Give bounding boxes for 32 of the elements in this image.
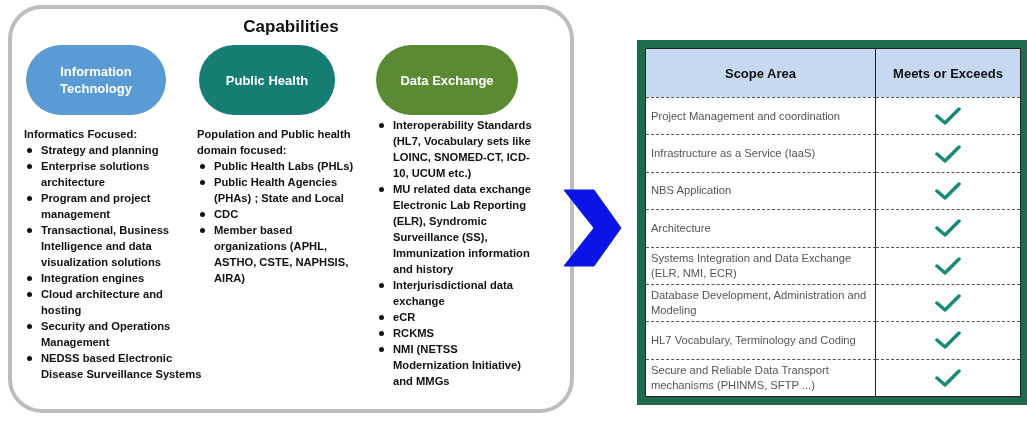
table-cell: Project Management and coordination — [646, 97, 876, 135]
bullet-item: NMI (NETSS Modernization Initiative) and MMGs — [393, 343, 522, 387]
table-cell: Architecture — [646, 209, 876, 247]
bullet-item: Cloud architecture and hosting — [41, 288, 163, 316]
bullet-item: Strategy and planning — [41, 144, 159, 156]
table-cell: NBS Application — [646, 171, 876, 210]
panel-title: Capabilities — [242, 17, 340, 37]
bullet-item: Program and project management — [41, 192, 151, 220]
chevron-arrow — [563, 189, 622, 267]
bullet-item: Public Health Labs (PHLs) — [214, 160, 354, 172]
bullet-item: Member based organizations (APHL, ASTHO, CSTE, NAPHSIS, AIRA) — [214, 224, 349, 284]
table-cell: Database Development, Administration and Modeling — [646, 283, 876, 322]
bullet-item: Integration engines — [41, 272, 145, 284]
table-cell: Secure and Reliable Data Transport mechanisms (PHINMS, SFTP ...) — [646, 358, 876, 396]
list-heading: Population and Public health domain focused: — [197, 127, 352, 158]
column-header: Meets or Exceeds — [876, 49, 1020, 97]
bullet-item: Public Health Agencies (PHAs) ; State and Local — [214, 176, 344, 204]
scope-table-frame — [637, 40, 1027, 405]
bullet-item: RCKMS — [393, 327, 435, 339]
bullet-item: eCR — [393, 311, 416, 323]
table-cell: Infrastructure as a Service (IaaS) — [646, 134, 876, 172]
table-cell: HL7 Vocabulary, Terminology and Coding — [646, 321, 876, 359]
column-header: Scope Area — [646, 49, 876, 97]
capabilities-panel — [8, 5, 574, 413]
table-cell: Systems Integration and Data Exchange (ELR, NMI, ECR) — [646, 246, 876, 284]
bullet-item: Enterprise solutions architecture — [41, 160, 150, 188]
bullet-item: MU related data exchange Electronic Lab Reporting (ELR), Syndromic Surveillance (SS), Immunization information and history — [393, 183, 532, 275]
bullet-item: NEDSS based Electronic Disease Surveillance Systems — [41, 352, 202, 380]
bullet-item: CDC — [214, 208, 239, 220]
bullet-item: Transactional, Business Intelligence and data visualization solutions — [41, 224, 170, 268]
bullet-item: Interoperability Standards (HL7, Vocabulary sets like LOINC, SNOMED-CT, ICD-10, UCUM etc.) — [393, 119, 532, 179]
bullet-item: Security and Operations Management — [41, 320, 171, 348]
